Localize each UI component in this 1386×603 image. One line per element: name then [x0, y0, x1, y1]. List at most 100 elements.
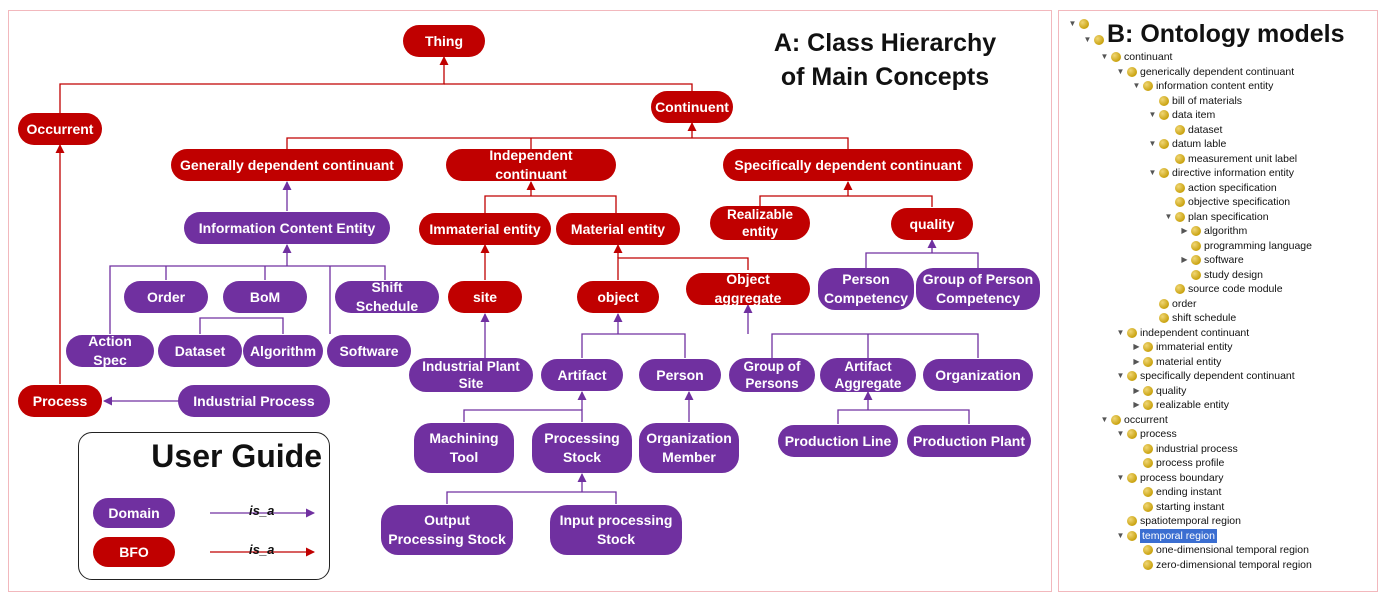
node-occurrent[interactable]: Occurrent	[18, 113, 102, 145]
tree-item[interactable]: programming language	[1180, 239, 1312, 253]
node-algorithm[interactable]: Algorithm	[243, 335, 323, 367]
tree-item[interactable]: process profile	[1132, 456, 1224, 470]
tree-item[interactable]: one-dimensional temporal region	[1132, 543, 1309, 557]
node-object[interactable]: object	[577, 281, 659, 313]
tree-item[interactable]: ▼information content entity	[1132, 79, 1274, 93]
node-processing-stock[interactable]: Processing Stock	[532, 423, 632, 473]
tree-item[interactable]: ▼temporal region	[1116, 528, 1217, 543]
tree-item[interactable]: industrial process	[1132, 442, 1238, 456]
node-continuent[interactable]: Continuent	[651, 91, 733, 123]
tree-item[interactable]: ▶realizable entity	[1132, 398, 1229, 412]
node-quality[interactable]: quality	[891, 208, 973, 240]
tree-item[interactable]: ▼process boundary	[1116, 471, 1224, 485]
tree-item[interactable]: study design	[1180, 268, 1263, 282]
node-thing[interactable]: Thing	[403, 25, 485, 57]
node-production-line[interactable]: Production Line	[778, 425, 898, 457]
node-immaterial-entity[interactable]: Immaterial entity	[419, 213, 551, 245]
collapse-toggle-icon[interactable]: ▶	[1133, 356, 1140, 366]
node-generally-dependent-continuant[interactable]: Generally dependent continuant	[171, 149, 403, 181]
node-independent-continuant[interactable]: Independent continuant	[446, 147, 616, 182]
node-dataset[interactable]: Dataset	[158, 335, 242, 367]
expand-toggle-icon[interactable]: ▼	[1116, 429, 1125, 438]
node-input-processing-stock[interactable]: Input processing Stock	[550, 505, 682, 555]
tree-item[interactable]: spatiotemporal region	[1116, 514, 1241, 528]
node-group-of-person-competency[interactable]: Group of Person Competency	[916, 268, 1040, 310]
expand-toggle-icon[interactable]: ▼	[1148, 110, 1157, 119]
node-machining-tool[interactable]: Machining Tool	[414, 423, 514, 473]
tree-item[interactable]: ▼datum lable	[1148, 137, 1227, 151]
tree-item[interactable]: ▼specifically dependent continuant	[1116, 369, 1295, 383]
tree-item[interactable]: ▼occurrent	[1100, 413, 1168, 427]
node-information-content-entity[interactable]: Information Content Entity	[184, 212, 390, 244]
collapse-toggle-icon[interactable]: ▶	[1181, 226, 1188, 235]
expand-toggle-icon[interactable]: ▼	[1068, 19, 1077, 28]
node-order[interactable]: Order	[124, 281, 208, 313]
tree-item[interactable]: ▶immaterial entity	[1132, 340, 1232, 354]
expand-toggle-icon[interactable]: ▼	[1116, 327, 1125, 337]
node-realizable-entity[interactable]: Realizable entity	[710, 206, 810, 240]
node-object-aggregate[interactable]: Object aggregate	[686, 271, 810, 306]
node-production-plant[interactable]: Production Plant	[907, 425, 1031, 457]
tree-root-row[interactable]: ▼	[1068, 17, 1092, 31]
node-bom[interactable]: BoM	[223, 281, 307, 313]
node-specifically-dependent-continuant[interactable]: Specifically dependent continuant	[723, 149, 973, 181]
tree-item[interactable]: ▶algorithm	[1180, 224, 1247, 238]
expand-toggle-icon[interactable]: ▼	[1132, 81, 1141, 90]
tree-item-label: spatiotemporal region	[1140, 515, 1241, 527]
tree-item[interactable]: ▼generically dependent continuant	[1116, 65, 1295, 79]
expand-toggle-icon[interactable]: ▼	[1148, 139, 1157, 148]
expand-toggle-icon[interactable]: ▼	[1100, 52, 1109, 61]
tree-item[interactable]: dataset	[1164, 123, 1222, 137]
node-industrial-process[interactable]: Industrial Process	[178, 385, 330, 417]
expand-toggle-icon[interactable]: ▼	[1116, 530, 1125, 540]
tree-thing-row[interactable]: ▼	[1083, 33, 1107, 47]
tree-item[interactable]: ▼process	[1116, 427, 1177, 441]
tree-item[interactable]: ▼continuant	[1100, 50, 1173, 64]
tree-item[interactable]: objective specification	[1164, 195, 1290, 209]
tree-item[interactable]: ▶material entity	[1132, 355, 1221, 369]
tree-item[interactable]: ending instant	[1132, 485, 1221, 499]
node-site[interactable]: site	[448, 281, 522, 313]
tree-item[interactable]: shift schedule	[1148, 311, 1236, 325]
node-material-entity[interactable]: Material entity	[556, 213, 680, 245]
expand-toggle-icon[interactable]: ▼	[1100, 414, 1109, 424]
collapse-toggle-icon[interactable]: ▶	[1133, 400, 1140, 409]
tree-item[interactable]: ▼directive information entity	[1148, 166, 1294, 180]
expand-toggle-icon[interactable]: ▼	[1148, 168, 1157, 177]
node-artifact[interactable]: Artifact	[541, 359, 623, 391]
tree-item[interactable]: measurement unit label	[1164, 152, 1297, 166]
node-person[interactable]: Person	[639, 359, 721, 391]
class-ball-icon	[1127, 530, 1137, 541]
tree-item[interactable]: zero-dimensional temporal region	[1132, 558, 1312, 572]
tree-item[interactable]: ▼independent continuant	[1116, 326, 1250, 340]
collapse-toggle-icon[interactable]: ▶	[1181, 255, 1188, 264]
collapse-toggle-icon[interactable]: ▶	[1133, 342, 1140, 351]
node-group-of-persons[interactable]: Group of Persons	[729, 358, 815, 392]
tree-item[interactable]: bill of materials	[1148, 94, 1242, 108]
expand-toggle-icon[interactable]: ▼	[1164, 211, 1173, 221]
node-organization[interactable]: Organization	[923, 359, 1033, 391]
tree-item[interactable]: starting instant	[1132, 500, 1224, 514]
tree-item[interactable]: ▼data item	[1148, 108, 1216, 122]
node-shift-schedule[interactable]: Shift Schedule	[335, 279, 439, 314]
node-person-competency[interactable]: Person Competency	[818, 268, 914, 310]
class-ball-icon	[1094, 35, 1104, 45]
node-artifact-aggregate[interactable]: Artifact Aggregate	[820, 358, 916, 392]
expand-toggle-icon[interactable]: ▼	[1116, 371, 1125, 380]
tree-item[interactable]: ▼plan specification	[1164, 210, 1269, 224]
tree-item[interactable]: action specification	[1164, 181, 1277, 195]
node-process[interactable]: Process	[18, 385, 102, 417]
node-organization-member[interactable]: Organization Member	[639, 423, 739, 473]
tree-item[interactable]: order	[1148, 297, 1197, 311]
tree-item[interactable]: ▶quality	[1132, 384, 1186, 398]
node-software[interactable]: Software	[327, 335, 411, 367]
node-industrial-plant-site[interactable]: Industrial Plant Site	[409, 358, 533, 392]
expand-toggle-icon[interactable]: ▼	[1116, 66, 1125, 76]
expand-toggle-icon[interactable]: ▼	[1116, 472, 1125, 482]
collapse-toggle-icon[interactable]: ▶	[1133, 385, 1140, 395]
node-action-spec[interactable]: Action Spec	[66, 333, 154, 368]
tree-item[interactable]: source code module	[1164, 282, 1283, 296]
expand-toggle-icon[interactable]: ▼	[1083, 35, 1092, 44]
node-output-processing-stock[interactable]: Output Processing Stock	[381, 505, 513, 555]
tree-item[interactable]: ▶software	[1180, 253, 1243, 267]
